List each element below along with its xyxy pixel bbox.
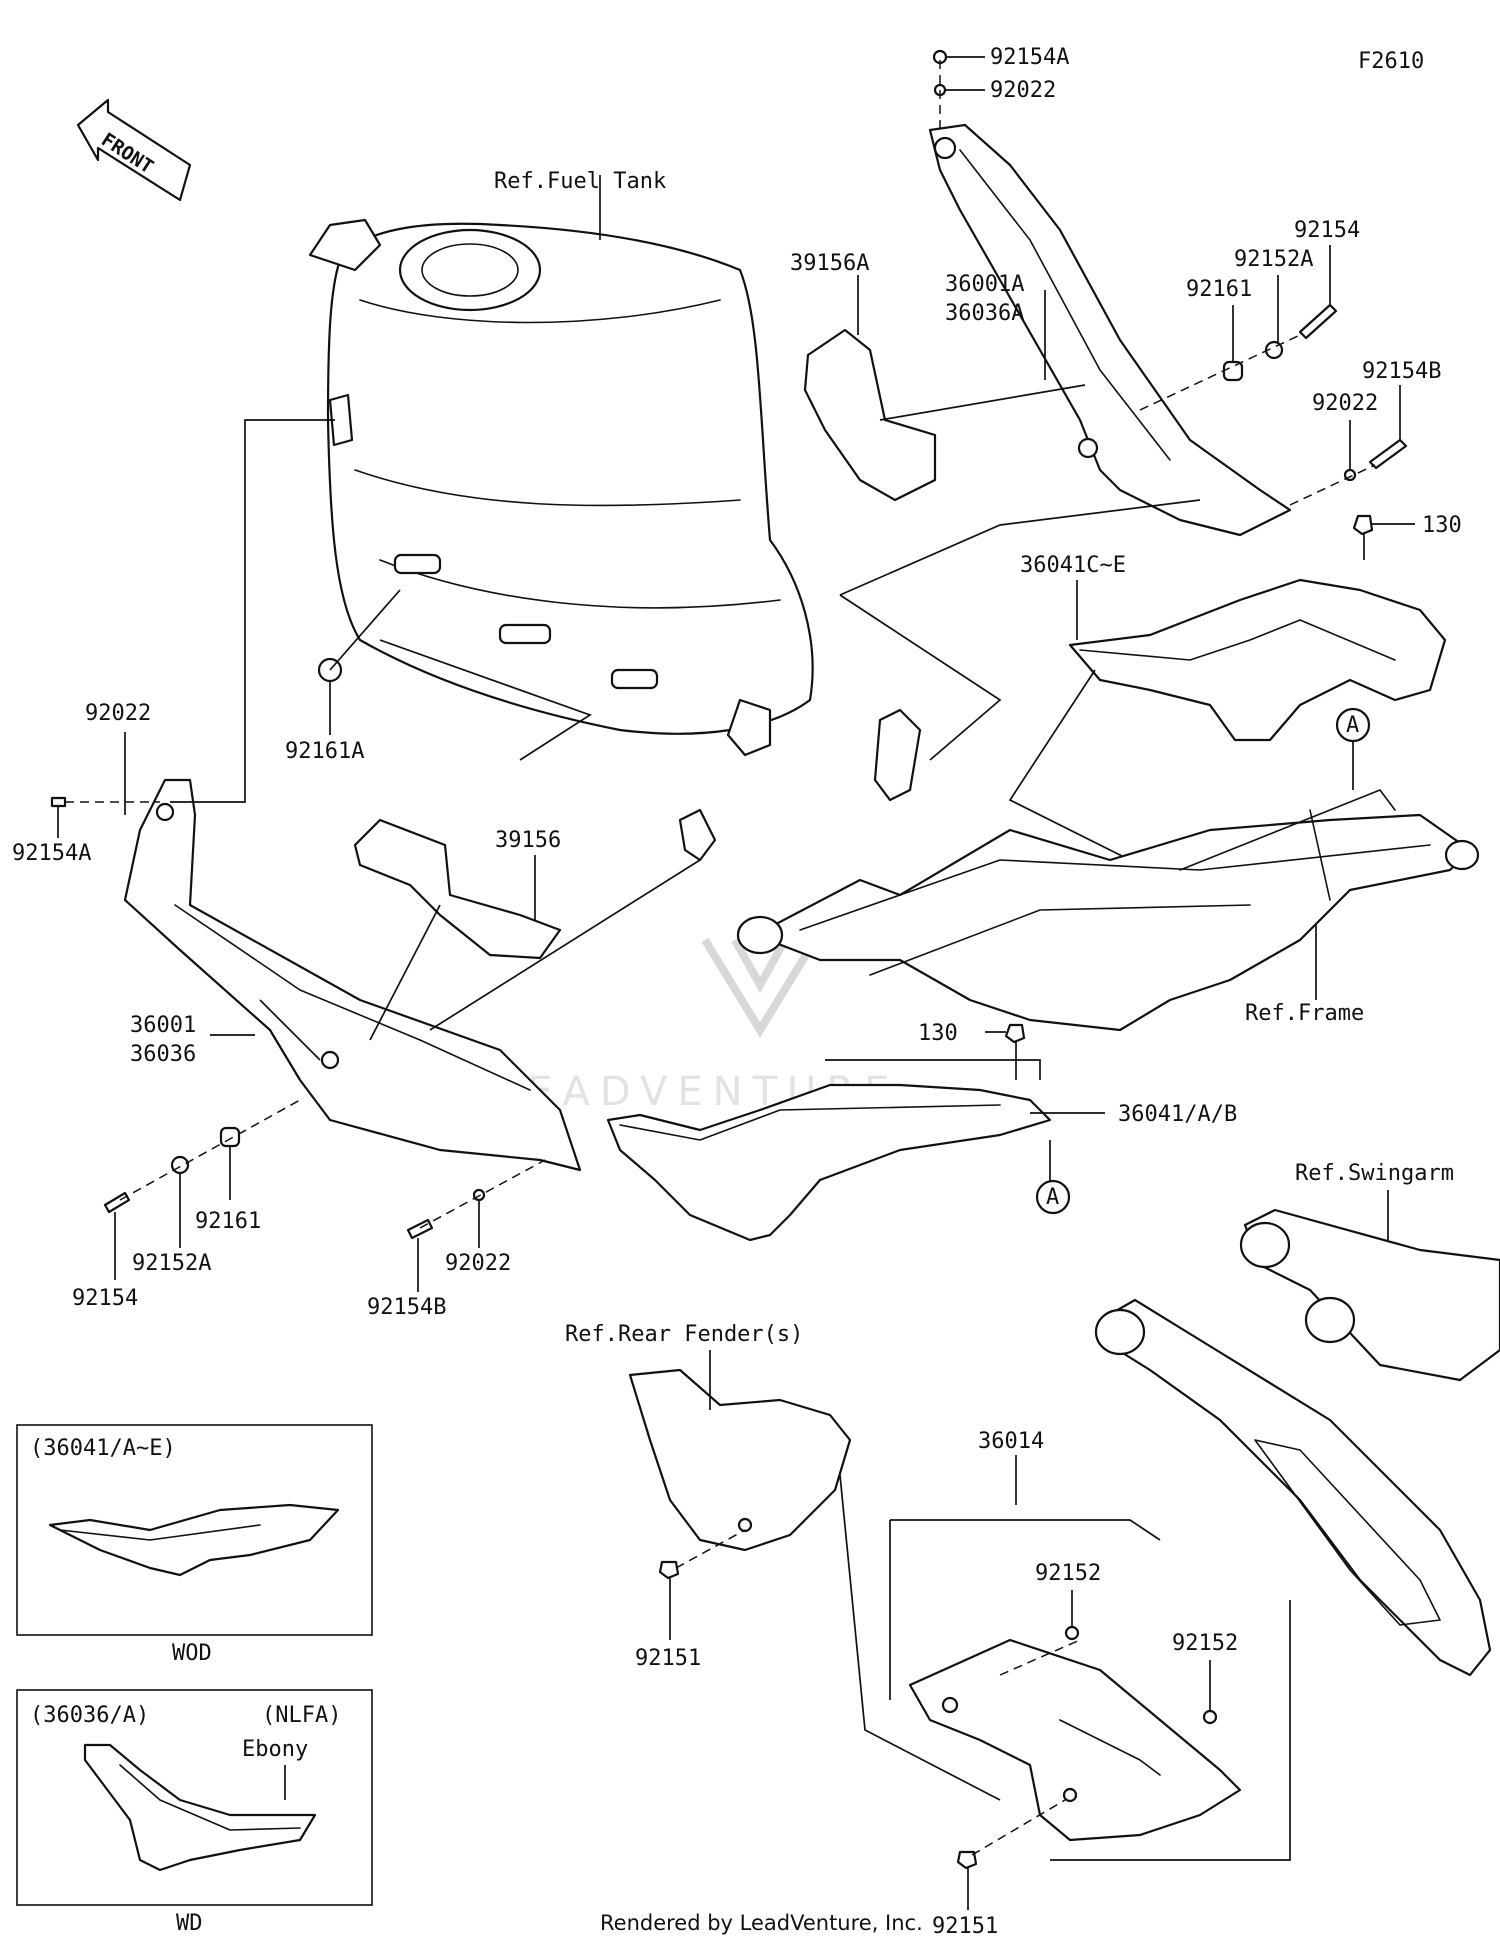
part-label-36041AB: 36041/A/B (1118, 1102, 1237, 1127)
part-label-92151-b: 92151 (932, 1914, 998, 1938)
swingarm (1094, 1208, 1500, 1677)
part-label-92152A-left: 92152A (132, 1251, 211, 1276)
part-label-36001: 36001 (130, 1013, 196, 1038)
pad-39156 (353, 818, 562, 960)
part-label-130-top: 130 (1422, 513, 1462, 538)
inset-1-title: (36041/A~E) (30, 1436, 176, 1461)
part-label-92022-top: 92022 (990, 78, 1056, 103)
part-label-92161-left: 92161 (195, 1209, 261, 1234)
fuel-tank (308, 218, 814, 757)
part-label-92022-top-b: 92022 (1312, 391, 1378, 416)
ref-fuel-tank-label: Ref.Fuel Tank (494, 169, 666, 194)
callout-A-label-mid: A (1046, 1185, 1059, 1210)
front-arrow-icon: FRONT (76, 98, 192, 202)
part-label-92154-left: 92154 (72, 1286, 138, 1311)
frame (678, 708, 1480, 1032)
part-label-92022-left-b: 92022 (445, 1251, 511, 1276)
screw-icon (956, 1850, 978, 1870)
bolt-icon (1368, 438, 1408, 470)
inset-36041-variant: (36041/A~E) WOD (16, 1424, 373, 1666)
screw-icon (1352, 514, 1374, 536)
side-cover-36041AB (606, 1083, 1052, 1242)
footer-credit: Rendered by LeadVenture, Inc. (600, 1911, 923, 1935)
bolt-icon (406, 1218, 434, 1240)
part-label-92161A: 92161A (285, 739, 364, 764)
washer-icon (1064, 1625, 1080, 1641)
part-label-130-mid: 130 (918, 1021, 958, 1046)
part-label-92152A-top: 92152A (1234, 247, 1313, 272)
bolt-icon (1298, 303, 1338, 340)
part-label-92154A-top: 92154A (990, 45, 1069, 70)
chain-guard-36014 (908, 1638, 1242, 1842)
side-cover-36041CE (1068, 578, 1447, 742)
part-label-39156: 39156 (495, 828, 561, 853)
part-label-92154-top: 92154 (1294, 218, 1360, 243)
ref-rear-fender-label: Ref.Rear Fender(s) (565, 1322, 803, 1347)
ref-swingarm-label: Ref.Swingarm (1295, 1161, 1454, 1186)
bolt-icon (50, 796, 67, 808)
figure-code: F2610 (1358, 49, 1424, 74)
part-label-36001A: 36001A (945, 272, 1024, 297)
part-label-36041CE: 36041C~E (1020, 553, 1126, 578)
part-label-92161-top: 92161 (1186, 277, 1252, 302)
pad-39156A (803, 328, 937, 502)
part-label-92022-left: 92022 (85, 701, 151, 726)
screw-icon (658, 1560, 680, 1580)
ref-frame-label: Ref.Frame (1245, 1001, 1364, 1026)
washer-icon (1202, 1709, 1218, 1725)
inner-cover-36001 (123, 778, 582, 1172)
inner-cover-36001A (928, 123, 1292, 537)
callout-A-label: A (1346, 713, 1359, 738)
bolt-icon (103, 1191, 131, 1214)
screw-icon (1004, 1023, 1026, 1044)
part-label-92154B-top: 92154B (1362, 359, 1441, 384)
part-label-92151-a: 92151 (635, 1646, 701, 1671)
inset-36036-variant: (36036/A) (NLFA) Ebony WD (16, 1689, 373, 1936)
inset-2-caption: WD (176, 1911, 203, 1936)
inset-2-color-label: Ebony (242, 1737, 308, 1762)
part-label-36036: 36036 (130, 1042, 196, 1067)
part-label-92152-a: 92152 (1035, 1561, 1101, 1586)
inset-1-caption: WOD (172, 1641, 212, 1666)
part-label-39156A-top: 39156A (790, 251, 869, 276)
inset-2-tag: (NLFA) (262, 1703, 341, 1728)
part-label-92154A-left: 92154A (12, 841, 91, 866)
part-label-36014: 36014 (978, 1429, 1044, 1454)
rear-fender (628, 1368, 852, 1552)
callout-A-marker (1035, 1179, 1071, 1215)
part-label-92154B-left: 92154B (367, 1295, 446, 1320)
part-label-36036A: 36036A (945, 301, 1024, 326)
inset-2-title: (36036/A) (30, 1703, 149, 1728)
grommet-icon (1222, 360, 1244, 382)
grommet-icon (219, 1126, 241, 1148)
part-label-92152-b: 92152 (1172, 1631, 1238, 1656)
